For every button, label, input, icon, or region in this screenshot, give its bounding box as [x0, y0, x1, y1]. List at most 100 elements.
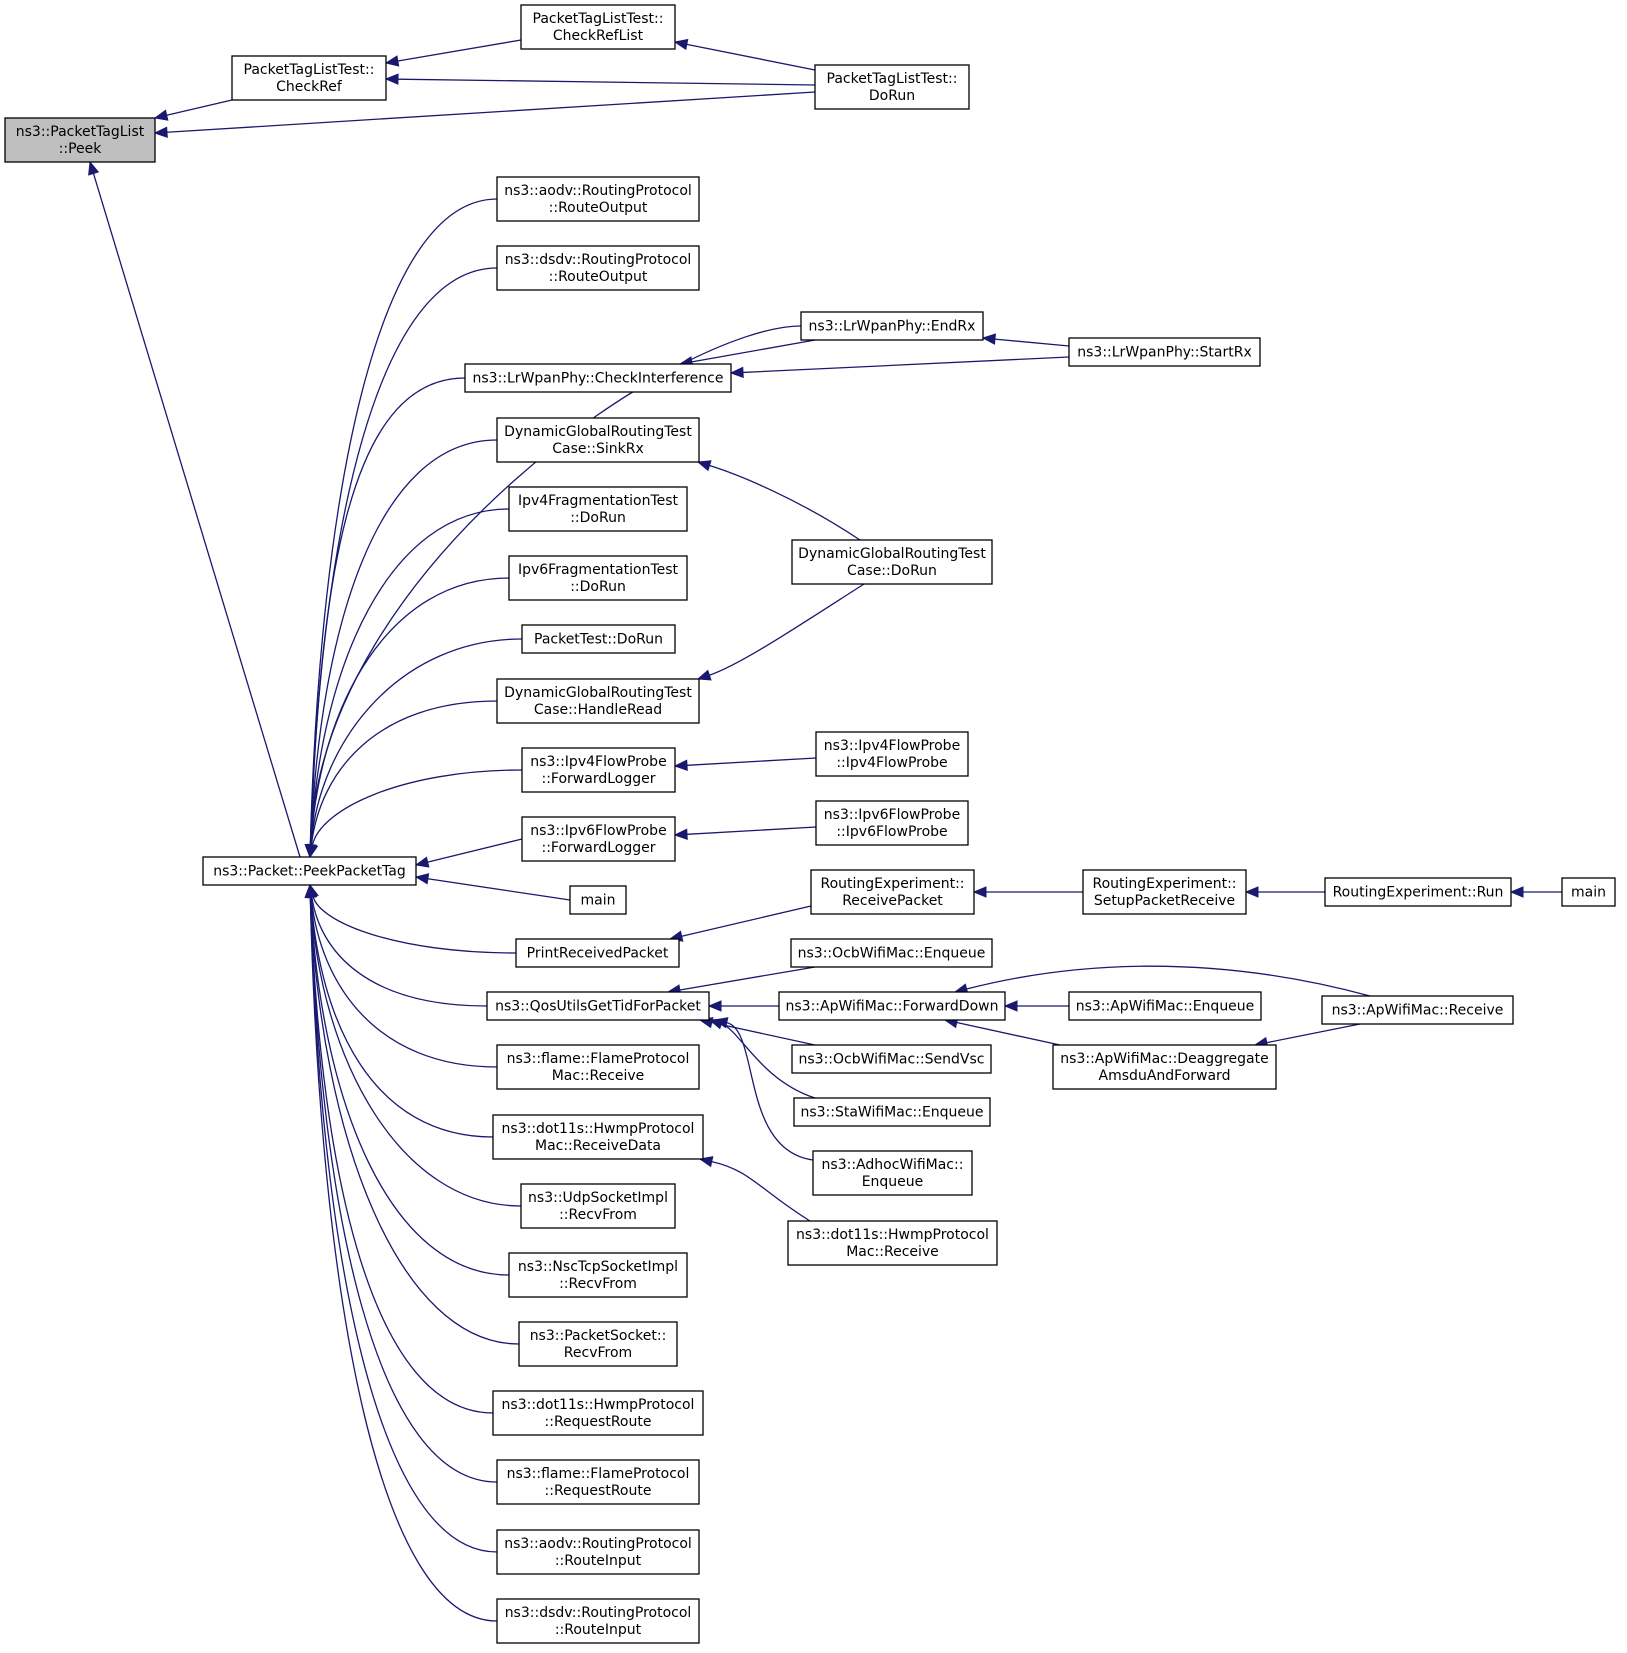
node-label: ns3::flame::FlameProtocol	[507, 1466, 690, 1482]
node-ipv6flow-ctor[interactable]: ns3::Ipv6FlowProbe::Ipv6FlowProbe	[815, 800, 969, 846]
node-label: ns3::ApWifiMac::Enqueue	[1076, 999, 1255, 1015]
node-ipv4flow-ctor[interactable]: ns3::Ipv4FlowProbe::Ipv4FlowProbe	[815, 731, 969, 777]
edge-line	[309, 896, 510, 1276]
node-checkreflist[interactable]: PacketTagListTest::CheckRefList	[520, 4, 676, 50]
edge-line	[309, 508, 510, 846]
node-printreceived[interactable]: PrintReceivedPacket	[515, 938, 680, 968]
node-adhoc-enqueue[interactable]: ns3::AdhocWifiMac::Enqueue	[812, 1150, 973, 1196]
node-aodv-routeoutput[interactable]: ns3::aodv::RoutingProtocol::RouteOutput	[496, 176, 700, 222]
node-dsdv-routeinput[interactable]: ns3::dsdv::RoutingProtocol::RouteInput	[496, 1598, 700, 1644]
node-label: ::RequestRoute	[545, 1483, 652, 1499]
node-label: ns3::dot11s::HwmpProtocol	[796, 1227, 989, 1243]
node-label: ns3::StaWifiMac::Enqueue	[800, 1105, 983, 1121]
node-ocb-sendvsc[interactable]: ns3::OcbWifiMac::SendVsc	[791, 1044, 992, 1074]
node-qos-gettid[interactable]: ns3::QosUtilsGetTidForPacket	[486, 991, 710, 1021]
node-label: ns3::PacketTagList	[16, 124, 145, 140]
node-box	[496, 678, 700, 724]
node-ap-enqueue[interactable]: ns3::ApWifiMac::Enqueue	[1068, 991, 1262, 1021]
node-box	[791, 1044, 992, 1074]
arrowhead	[304, 883, 317, 898]
node-ap-receive[interactable]: ns3::ApWifiMac::Receive	[1321, 995, 1514, 1025]
node-re-receivepacket[interactable]: RoutingExperiment::ReceivePacket	[810, 869, 975, 915]
edge-re_receivepacket-to-printreceived	[668, 905, 812, 942]
node-checkref[interactable]: PacketTagListTest::CheckRef	[231, 55, 387, 101]
edge-aodv_routeinput-to-peekpackettag	[304, 883, 498, 1553]
node-label: ::DoRun	[570, 579, 626, 595]
node-box	[1068, 337, 1261, 367]
node-ptl-dorun[interactable]: PacketTagListTest::DoRun	[814, 64, 970, 110]
node-label: main	[1571, 885, 1606, 901]
edge-lrwpan_startrx-to-lrwpan_endrx	[981, 333, 1070, 347]
edge-ocb_enqueue-to-qos_gettid	[666, 966, 816, 996]
node-lrwpan-checkinterference[interactable]: ns3::LrWpanPhy::CheckInterference	[464, 363, 732, 393]
node-label: ns3::dsdv::RoutingProtocol	[505, 1605, 692, 1621]
node-ipv6flow-forward[interactable]: ns3::Ipv6FlowProbe::ForwardLogger	[521, 816, 676, 862]
node-label: ReceivePacket	[842, 893, 943, 909]
edge-line	[721, 1023, 816, 1099]
node-box	[815, 800, 969, 846]
edge-ptl_dorun-to-peek	[153, 91, 816, 138]
node-label: CheckRefList	[553, 28, 644, 44]
node-label: ns3::QosUtilsGetTidForPacket	[495, 999, 701, 1015]
node-udp-recvfrom[interactable]: ns3::UdpSocketImpl::RecvFrom	[520, 1183, 676, 1229]
node-label: ::RecvFrom	[559, 1276, 637, 1292]
node-hwmp-requestroute[interactable]: ns3::dot11s::HwmpProtocol::RequestRoute	[492, 1390, 704, 1436]
edge-flame_mac_receive-to-peekpackettag	[305, 883, 498, 1068]
node-box	[800, 311, 984, 341]
node-packetsocket-recvfrom[interactable]: ns3::PacketSocket::RecvFrom	[518, 1321, 678, 1367]
node-label: ns3::Ipv6FlowProbe	[530, 823, 666, 839]
node-label: ::ForwardLogger	[542, 771, 656, 787]
edge-line	[309, 896, 520, 1345]
node-hwmp-receivedata[interactable]: ns3::dot11s::HwmpProtocolMac::ReceiveDat…	[492, 1114, 704, 1160]
edge-line	[397, 39, 522, 62]
node-box	[492, 1114, 704, 1160]
node-re-setup[interactable]: RoutingExperiment::SetupPacketReceive	[1082, 869, 1247, 915]
edge-ipv4flow_ctor-to-ipv4flow_forward	[673, 757, 817, 772]
node-peek[interactable]: ns3::PacketTagList::Peek	[4, 117, 156, 163]
node-label: DynamicGlobalRoutingTest	[504, 424, 692, 440]
node-label: SetupPacketReceive	[1094, 893, 1235, 909]
node-peekpackettag[interactable]: ns3::Packet::PeekPacketTag	[202, 856, 417, 886]
node-ipv6frag-dorun[interactable]: Ipv6FragmentationTest::DoRun	[508, 555, 688, 601]
node-ocb-enqueue[interactable]: ns3::OcbWifiMac::Enqueue	[790, 938, 993, 968]
node-re-run[interactable]: RoutingExperiment::Run	[1324, 877, 1512, 907]
arrowhead	[1509, 886, 1524, 898]
edge-ap_enqueue-to-ap_forwarddown	[1003, 1000, 1069, 1012]
node-ap-deaggregate[interactable]: ns3::ApWifiMac::DeaggregateAmsduAndForwa…	[1052, 1044, 1277, 1090]
node-main2[interactable]: main	[1561, 877, 1616, 907]
node-label: ns3::LrWpanPhy::EndRx	[809, 319, 976, 335]
node-dsdv-routeoutput[interactable]: ns3::dsdv::RoutingProtocol::RouteOutput	[496, 245, 700, 291]
node-label: Ipv6FragmentationTest	[518, 562, 679, 578]
node-aodv-routeinput[interactable]: ns3::aodv::RoutingProtocol::RouteInput	[496, 1529, 700, 1575]
node-box	[202, 856, 417, 886]
node-label: ::RecvFrom	[559, 1207, 637, 1223]
node-box	[1082, 869, 1247, 915]
node-lrwpan-startrx[interactable]: ns3::LrWpanPhy::StartRx	[1068, 337, 1261, 367]
node-nsc-recvfrom[interactable]: ns3::NscTcpSocketImpl::RecvFrom	[508, 1252, 688, 1298]
node-label: AmsduAndForward	[1099, 1068, 1231, 1084]
node-label: ns3::OcbWifiMac::SendVsc	[799, 1052, 985, 1068]
edge-line	[397, 78, 816, 86]
node-ipv4flow-forward[interactable]: ns3::Ipv4FlowProbe::ForwardLogger	[521, 747, 676, 793]
node-box	[521, 747, 676, 793]
node-lrwpan-endrx[interactable]: ns3::LrWpanPhy::EndRx	[800, 311, 984, 341]
node-label: ns3::Ipv4FlowProbe	[530, 754, 666, 770]
node-packettest-dorun[interactable]: PacketTest::DoRun	[521, 624, 676, 654]
node-box	[815, 731, 969, 777]
node-box	[810, 869, 975, 915]
node-flame-requestroute[interactable]: ns3::flame::FlameProtocol::RequestRoute	[496, 1459, 700, 1505]
node-ipv4frag-dorun[interactable]: Ipv4FragmentationTest::DoRun	[508, 486, 688, 532]
arrowhead	[1003, 1000, 1018, 1012]
node-main1[interactable]: main	[569, 885, 627, 915]
node-sta-enqueue[interactable]: ns3::StaWifiMac::Enqueue	[793, 1097, 991, 1127]
node-label: RoutingExperiment::Run	[1333, 885, 1504, 901]
node-ap-forwarddown[interactable]: ns3::ApWifiMac::ForwardDown	[778, 991, 1006, 1021]
edge-line	[310, 896, 494, 1138]
node-label: PacketTagListTest::	[827, 71, 958, 87]
arrowhead	[696, 460, 712, 472]
